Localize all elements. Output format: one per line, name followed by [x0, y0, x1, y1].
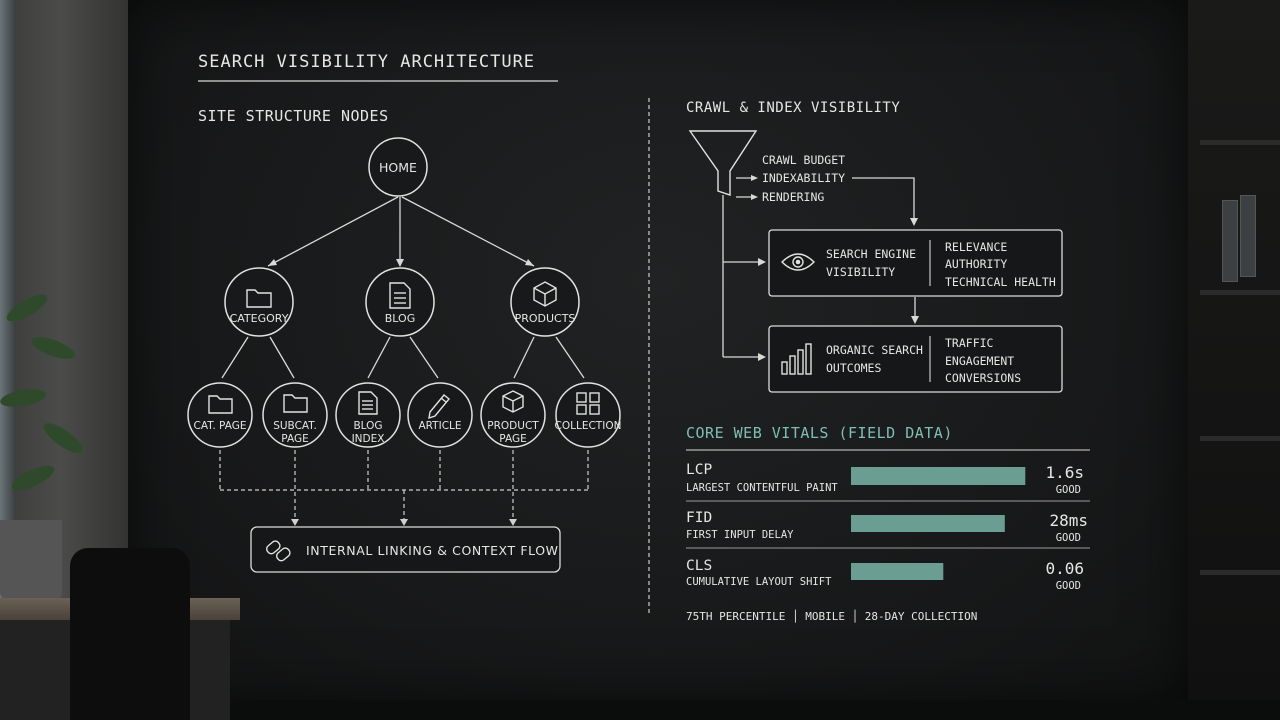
cwv-cls-status: GOOD: [1056, 580, 1081, 592]
node-cat-page: CAT. PAGE: [187, 382, 253, 448]
node-collection-label: COLLECTION: [555, 420, 622, 432]
organic-outcomes-line1: ORGANIC SEARCH: [826, 343, 923, 357]
office-chair: [70, 548, 190, 720]
grid-icon: [576, 392, 600, 415]
folder-icon: [208, 395, 233, 414]
binder: [1240, 195, 1256, 277]
plant-pot: [0, 520, 62, 600]
floor: [0, 700, 1280, 720]
node-blog-index-line2: INDEX: [352, 433, 385, 445]
cwv-row-cls: CLS CUMULATIVE LAYOUT SHIFT 0.06 GOOD: [686, 558, 1084, 592]
node-article: ARTICLE: [407, 382, 473, 448]
eye-icon: [781, 253, 815, 271]
cwv-fid-abbr: FID: [686, 510, 712, 526]
outcome-engagement: ENGAGEMENT: [945, 354, 1014, 368]
node-products: PRODUCTS: [510, 267, 580, 337]
page-title: SEARCH VISIBILITY ARCHITECTURE: [198, 52, 535, 72]
outcome-conversions: CONVERSIONS: [945, 371, 1021, 385]
cwv-row-lcp: LCP LARGEST CONTENTFUL PAINT 1.6s GOOD: [686, 462, 1084, 496]
folder-icon: [283, 394, 308, 413]
site-structure-heading: SITE STRUCTURE NODES: [198, 107, 389, 125]
node-category: CATEGORY: [224, 267, 294, 337]
shelf-board: [1200, 570, 1280, 575]
internal-linking-box: INTERNAL LINKING & CONTEXT FLOW: [250, 526, 561, 573]
node-blog-index-line1: BLOG: [353, 420, 382, 432]
cwv-fid-name: FIRST INPUT DELAY: [686, 529, 794, 541]
node-home: HOME: [368, 137, 428, 197]
funnel-item-crawl-budget: CRAWL BUDGET: [762, 153, 845, 167]
binder: [1222, 200, 1238, 282]
cwv-cls-abbr: CLS: [686, 558, 712, 574]
cwv-lcp-value: 1.6s: [1045, 463, 1084, 482]
internal-linking-label: INTERNAL LINKING & CONTEXT FLOW: [306, 543, 559, 558]
factor-relevance: RELEVANCE: [945, 240, 1007, 254]
cwv-cls-value: 0.06: [1045, 559, 1084, 578]
node-blog: BLOG: [365, 267, 435, 337]
link-icon: [266, 540, 291, 562]
node-home-label: HOME: [379, 160, 417, 175]
organic-outcomes-box: ORGANIC SEARCH OUTCOMES TRAFFIC ENGAGEME…: [768, 325, 1063, 393]
document-icon: [358, 391, 378, 415]
cwv-lcp-bar: [851, 467, 1026, 485]
document-icon: [389, 282, 411, 309]
funnel-icon: [688, 130, 758, 196]
node-collection: COLLECTION: [555, 382, 622, 448]
node-subcat-page: SUBCAT. PAGE: [262, 382, 328, 448]
cwv-footer: 75TH PERCENTILE │ MOBILE │ 28-DAY COLLEC…: [686, 609, 977, 623]
cube-icon: [502, 390, 524, 413]
node-product-page: PRODUCT PAGE: [480, 382, 546, 448]
funnel-flow: [722, 175, 919, 361]
bar-chart-icon: [781, 343, 812, 375]
factor-authority: AUTHORITY: [945, 257, 1007, 271]
shelf-board: [1200, 140, 1280, 145]
funnel-item-rendering: RENDERING: [762, 190, 824, 204]
outcome-traffic: TRAFFIC: [945, 336, 994, 350]
node-cat-page-label: CAT. PAGE: [194, 420, 247, 432]
factor-technical-health: TECHNICAL HEALTH: [945, 275, 1056, 289]
node-subcat-page-line2: PAGE: [281, 433, 308, 445]
cwv-cls-name: CUMULATIVE LAYOUT SHIFT: [686, 576, 832, 588]
cube-icon: [533, 281, 557, 307]
folder-icon: [246, 289, 272, 308]
search-visibility-line2: VISIBILITY: [826, 265, 895, 279]
cwv-heading: CORE WEB VITALS (FIELD DATA): [686, 424, 953, 442]
node-products-label: PRODUCTS: [515, 312, 576, 325]
cwv-lcp-status: GOOD: [1056, 484, 1081, 496]
bookshelf: [1188, 0, 1280, 720]
node-blog-index: BLOG INDEX: [335, 382, 401, 448]
search-visibility-line1: SEARCH ENGINE: [826, 247, 916, 261]
cwv-cls-bar: [851, 563, 944, 580]
cwv-fid-bar: [851, 515, 1005, 532]
shelf-board: [1200, 290, 1280, 295]
pencil-icon: [428, 394, 450, 420]
node-blog-label: BLOG: [385, 312, 415, 325]
node-subcat-page-line1: SUBCAT.: [273, 420, 317, 432]
cwv-lcp-abbr: LCP: [686, 462, 712, 478]
node-category-label: CATEGORY: [230, 312, 289, 325]
tree-connectors: [219, 196, 589, 526]
node-article-label: ARTICLE: [418, 420, 461, 432]
cwv-fid-status: GOOD: [1056, 532, 1081, 544]
funnel-item-indexability: INDEXABILITY: [762, 171, 845, 185]
shelf-board: [1200, 436, 1280, 441]
organic-outcomes-line2: OUTCOMES: [826, 361, 881, 375]
cwv-lcp-name: LARGEST CONTENTFUL PAINT: [686, 482, 838, 494]
cwv-fid-value: 28ms: [1049, 511, 1088, 530]
node-product-page-line1: PRODUCT: [487, 420, 539, 432]
node-product-page-line2: PAGE: [499, 433, 526, 445]
cwv-row-fid: FID FIRST INPUT DELAY 28ms GOOD: [686, 510, 1088, 544]
search-visibility-box: SEARCH ENGINE VISIBILITY RELEVANCE AUTHO…: [768, 229, 1063, 297]
crawl-index-heading: CRAWL & INDEX VISIBILITY: [686, 100, 900, 116]
